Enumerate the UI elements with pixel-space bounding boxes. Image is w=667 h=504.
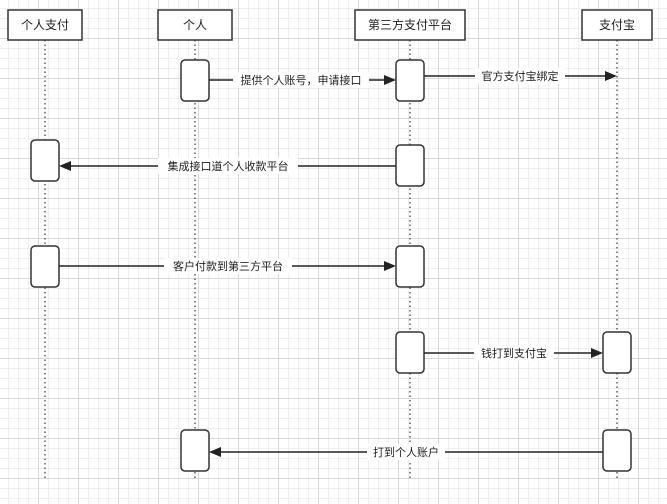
message-money-to-alipay[interactable]: 钱打到支付宝 [424,345,603,361]
participant-label: 第三方支付平台 [368,17,452,32]
message-integrate-interface[interactable]: 集成接口道个人收款平台 [59,158,396,174]
arrowhead [209,447,221,457]
activation-platform-2[interactable] [395,144,425,187]
message-label: 提供个人账号，申请接口 [241,73,362,87]
message-customer-payment[interactable]: 客户付款到第三方平台 [59,258,396,274]
message-label: 钱打到支付宝 [481,346,547,360]
participant-individual[interactable]: 个人 [157,9,233,41]
participant-third-party-platform[interactable]: 第三方支付平台 [354,9,466,41]
participant-label: 支付宝 [599,18,635,32]
activation-alipay-2[interactable] [602,429,632,472]
message-label: 官方支付宝绑定 [482,69,559,83]
message-apply-interface[interactable]: 提供个人账号，申请接口 [209,72,396,88]
arrowhead [605,71,617,81]
participant-personal-payment[interactable]: 个人支付 [7,9,83,41]
activation-individual-1[interactable] [180,59,210,102]
message-to-personal-account[interactable]: 打到个人账户 [209,444,603,460]
message-label: 打到个人账户 [373,445,439,459]
participant-label: 个人 [183,18,207,32]
arrowhead [384,261,396,271]
participant-label: 个人支付 [21,18,69,32]
activation-individual-2[interactable] [180,429,210,472]
activation-personal-payment-1[interactable] [30,139,60,182]
activation-platform-4[interactable] [395,331,425,374]
activation-personal-payment-2[interactable] [30,245,60,288]
activation-platform-1[interactable] [395,59,425,102]
arrowhead [591,348,603,358]
activation-platform-3[interactable] [395,245,425,288]
arrowhead [59,161,71,171]
message-label: 集成接口道个人收款平台 [168,159,289,173]
message-label: 客户付款到第三方平台 [173,259,283,273]
arrowhead [384,75,396,85]
activation-alipay-1[interactable] [602,331,632,374]
message-bind-alipay[interactable]: 官方支付宝绑定 [424,68,617,84]
participant-alipay[interactable]: 支付宝 [581,9,653,41]
